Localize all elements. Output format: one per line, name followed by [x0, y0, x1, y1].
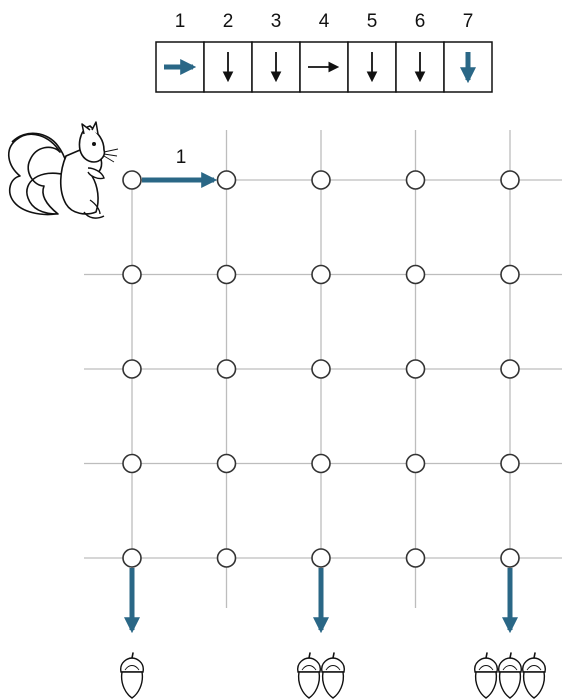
direction-sequence: 1 2 3 4 5 6 7 [155, 11, 493, 93]
acorn-icon [296, 652, 322, 699]
grid-node [216, 453, 237, 474]
grid-node [405, 359, 426, 379]
grid-node [216, 170, 237, 190]
grid-node [500, 548, 520, 568]
grid-node [216, 548, 237, 568]
grid-node [311, 548, 331, 568]
grid-nodes [122, 170, 520, 568]
grid-node [405, 264, 426, 285]
acorn-icon [119, 652, 145, 699]
grid-node [500, 170, 520, 190]
grid-node [500, 453, 520, 474]
sequence-step-number: 7 [463, 11, 474, 32]
sequence-step-number: 3 [271, 11, 282, 32]
grid-node [405, 453, 426, 474]
grid-node [500, 264, 520, 285]
grid-node [311, 264, 331, 285]
grid-node [122, 453, 142, 474]
sequence-step-number: 6 [415, 11, 426, 32]
squirrel-icon [8, 121, 119, 219]
grid-node [311, 359, 331, 379]
acorn-icon [497, 652, 523, 699]
grid-node [122, 264, 142, 285]
sequence-step-number: 4 [319, 11, 330, 32]
grid-node [311, 453, 331, 474]
grid-node [122, 359, 142, 379]
acorn-icon [473, 652, 499, 699]
acorn-icon [521, 652, 547, 699]
sequence-step-number: 1 [175, 11, 186, 32]
grid-node [311, 170, 331, 190]
grid-node [216, 359, 237, 379]
grid-node [216, 264, 237, 285]
sequence-step-number: 2 [223, 11, 234, 32]
grid-node [500, 359, 520, 379]
path-step-label: 1 [176, 147, 187, 168]
grid-node [405, 170, 426, 190]
grid-node [122, 170, 142, 190]
sequence-step-number: 5 [367, 11, 378, 32]
grid-node [405, 548, 426, 568]
acorn-exits [119, 568, 547, 699]
grid-node [122, 548, 142, 568]
acorn-icon [320, 652, 346, 699]
